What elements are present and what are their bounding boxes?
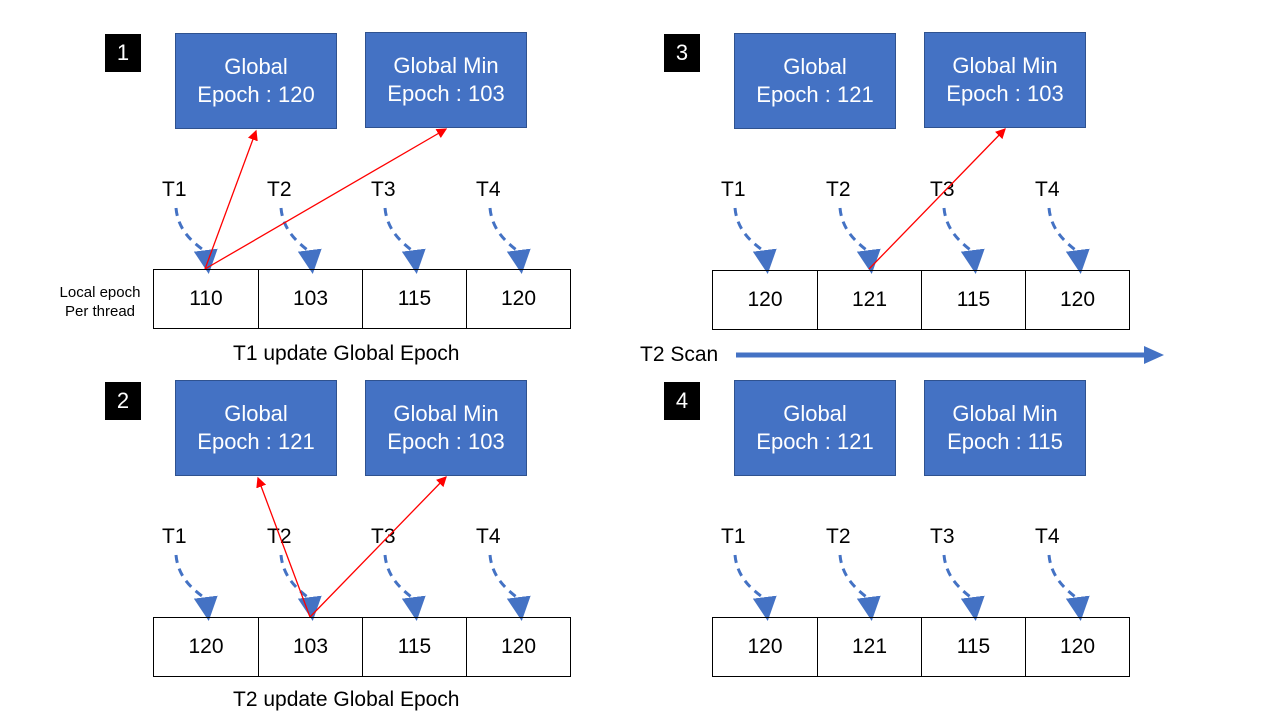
global-min-line1: Global Min xyxy=(952,53,1058,78)
thread-label-t2: T2 xyxy=(826,525,851,548)
thread-label-t4: T4 xyxy=(1035,525,1060,548)
thread-arrow xyxy=(1047,554,1090,621)
panel-4-arrows xyxy=(733,554,1090,621)
thread-arrow xyxy=(942,207,985,274)
thread-arrow xyxy=(838,207,881,274)
local-epoch-cell: 121 xyxy=(817,618,921,676)
global-min-line2: Epoch : 115 xyxy=(947,429,1063,454)
global-epoch-line2: Epoch : 120 xyxy=(197,82,315,107)
global-min-line1: Global Min xyxy=(952,401,1058,426)
global-epoch-box: Global Epoch : 121 xyxy=(734,380,896,476)
local-epoch-cell: 120 xyxy=(188,635,224,658)
thread-arrow xyxy=(383,554,426,621)
thread-label-t2: T2 xyxy=(267,178,292,201)
global-min-epoch-box: Global Min Epoch : 103 xyxy=(365,380,527,476)
thread-arrow xyxy=(733,207,777,274)
thread-arrow xyxy=(733,554,777,621)
thread-arrow xyxy=(838,554,881,621)
local-epoch-cell: 120 xyxy=(747,635,783,658)
thread-arrow xyxy=(383,207,426,274)
global-min-epoch-box: Global Min Epoch : 115 xyxy=(924,380,1086,476)
local-epoch-cell: 120 xyxy=(747,288,783,311)
global-epoch-line1: Global xyxy=(224,401,288,426)
local-epoch-label: Local epoch Per thread xyxy=(50,283,150,321)
local-epoch-cell: 120 xyxy=(1025,271,1129,329)
thread-arrow xyxy=(942,554,985,621)
local-epoch-row: 110 103 115 120 xyxy=(153,269,571,329)
thread-arrow xyxy=(279,554,322,621)
global-min-line2: Epoch : 103 xyxy=(946,81,1064,106)
global-epoch-line1: Global xyxy=(783,54,847,79)
local-epoch-row: 120 121 115 120 xyxy=(712,270,1130,330)
local-epoch-cell: 110 xyxy=(189,287,223,310)
global-epoch-line1: Global xyxy=(224,54,288,79)
local-epoch-row: 120 121 115 120 xyxy=(712,617,1130,677)
panel-number: 4 xyxy=(664,382,700,420)
panel-3: 3 Global Epoch : 121 Global Min Epoch : … xyxy=(659,30,1219,370)
thread-label-t1: T1 xyxy=(162,178,187,201)
global-min-epoch-box: Global Min Epoch : 103 xyxy=(924,32,1086,128)
thread-arrow xyxy=(488,207,531,274)
update-arrow xyxy=(204,128,448,270)
panel-2-arrows xyxy=(174,476,531,621)
local-epoch-cell: 120 xyxy=(1025,618,1129,676)
thread-label-t3: T3 xyxy=(930,178,955,201)
local-epoch-label-line1: Local epoch xyxy=(59,284,141,301)
panel-1: 1 Global Epoch : 120 Global Min Epoch : … xyxy=(100,30,660,370)
thread-label-t3: T3 xyxy=(930,525,955,548)
global-min-line1: Global Min xyxy=(393,401,499,426)
thread-arrow xyxy=(279,207,322,274)
panel-number: 1 xyxy=(105,34,141,72)
local-epoch-cell: 115 xyxy=(921,271,1025,329)
global-epoch-box: Global Epoch : 121 xyxy=(734,33,896,129)
panel-number: 2 xyxy=(105,382,141,420)
global-epoch-line2: Epoch : 121 xyxy=(756,429,874,454)
panel-2: 2 Global Epoch : 121 Global Min Epoch : … xyxy=(100,378,660,718)
thread-arrow xyxy=(488,554,531,621)
local-epoch-cell: 103 xyxy=(258,270,362,328)
global-min-line1: Global Min xyxy=(393,53,499,78)
thread-label-t3: T3 xyxy=(371,178,396,201)
local-epoch-cell: 103 xyxy=(258,618,362,676)
local-epoch-cell: 120 xyxy=(466,270,570,328)
global-epoch-line1: Global xyxy=(783,401,847,426)
local-epoch-cell: 120 xyxy=(466,618,570,676)
thread-label-t1: T1 xyxy=(721,178,746,201)
panel-3-arrows xyxy=(733,128,1090,274)
panel-caption: T1 update Global Epoch xyxy=(233,342,460,365)
panel-4: 4 Global Epoch : 121 Global Min Epoch : … xyxy=(659,378,1219,718)
thread-label-t4: T4 xyxy=(476,525,501,548)
update-arrow xyxy=(256,476,311,618)
thread-label-t3: T3 xyxy=(371,525,396,548)
local-epoch-cell: 115 xyxy=(921,618,1025,676)
thread-label-t4: T4 xyxy=(1035,178,1060,201)
panel-number: 3 xyxy=(664,34,700,72)
thread-arrow xyxy=(174,207,218,274)
thread-label-t4: T4 xyxy=(476,178,501,201)
local-epoch-cell: 115 xyxy=(362,618,466,676)
panel-caption: T2 update Global Epoch xyxy=(233,688,460,711)
local-epoch-row: 120 103 115 120 xyxy=(153,617,571,677)
thread-label-t2: T2 xyxy=(826,178,851,201)
update-arrow xyxy=(309,476,447,618)
thread-arrow xyxy=(1047,207,1090,274)
update-arrow xyxy=(204,129,258,270)
global-min-line2: Epoch : 103 xyxy=(387,81,505,106)
global-min-epoch-box: Global Min Epoch : 103 xyxy=(365,32,527,128)
global-epoch-line2: Epoch : 121 xyxy=(756,82,874,107)
global-min-line2: Epoch : 103 xyxy=(387,429,505,454)
local-epoch-cell: 115 xyxy=(362,270,466,328)
thread-label-t1: T1 xyxy=(721,525,746,548)
thread-arrow xyxy=(174,554,218,621)
scan-label: T2 Scan xyxy=(640,343,719,366)
local-epoch-label-line2: Per thread xyxy=(64,303,136,320)
thread-label-t1: T1 xyxy=(162,525,187,548)
global-epoch-box: Global Epoch : 120 xyxy=(175,33,337,129)
scan-arrow xyxy=(736,346,1164,364)
global-epoch-box: Global Epoch : 121 xyxy=(175,380,337,476)
panel-1-arrows xyxy=(174,128,531,274)
global-epoch-line2: Epoch : 121 xyxy=(197,429,315,454)
local-epoch-cell: 121 xyxy=(817,271,921,329)
update-arrow xyxy=(868,128,1006,270)
